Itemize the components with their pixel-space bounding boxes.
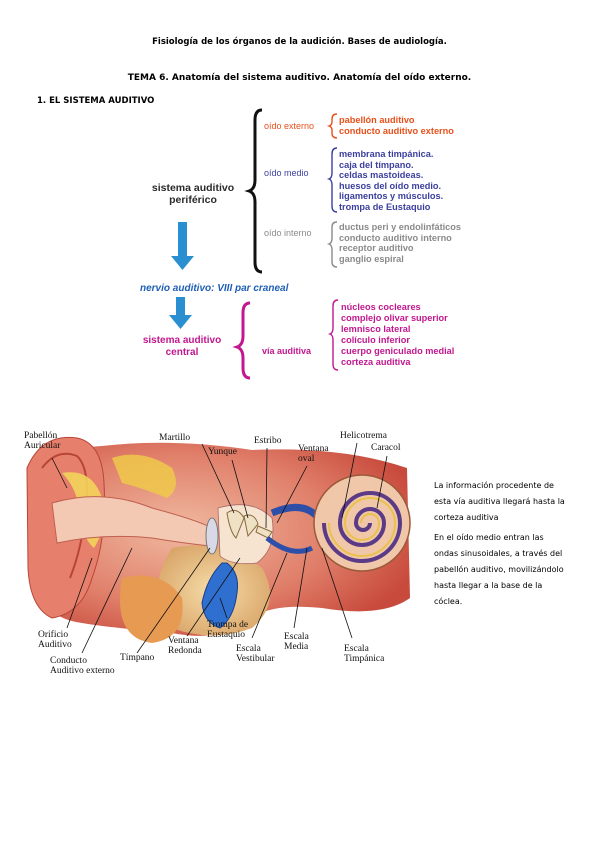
pathway-item: núcleos cocleares [341,302,421,312]
label-helicotrema: Helicotrema [340,431,387,441]
inner-ear-item: ganglio espiral [339,253,404,264]
pathway-item: colículo inferior [341,335,410,345]
main-brace [244,108,263,274]
down-arrow-2 [169,297,192,329]
pathway-brace [232,301,251,380]
label-orificio: Orificio Auditivo [38,630,72,650]
label-yunque: Yunque [208,447,238,457]
label-estribo: Estribo [254,436,282,446]
caption-paragraph-2: En el oído medio entran las ondas sinuso… [434,533,564,606]
caption-block: La información procedente de esta vía au… [434,478,566,614]
label-martillo: Martillo [159,433,191,443]
inner-ear-item: ductus peri y endolinfáticos [339,222,462,232]
pathway-item: corteza auditiva [341,357,411,367]
label-trompa: Trompa de Eustaquio [207,620,249,640]
ear-anatomy-figure: Pabellón Auricular Martillo Estribo Yunq… [22,428,414,680]
middle-ear-item: ligamentos y músculos. [339,191,444,202]
inner-ear-item: receptor auditivo [339,243,414,254]
pathway-bracket [327,299,339,371]
central-label-line2: central [165,347,199,358]
topic-title: TEMA 6. Anatomía del sistema auditivo. A… [127,73,472,83]
outer-ear-item: pabellón auditivo [339,115,415,125]
label-escala-media: Escala Media [284,632,309,652]
label-conducto: Conducto Auditivo externo [50,656,115,676]
pathway-item: complejo olivar superior [341,313,448,323]
peripheral-label-line1: sistema auditivo [151,182,235,194]
peripheral-system-label: sistema auditivo periférico [146,182,240,206]
label-ventana-oval: Ventana oval [298,444,329,464]
diagram-graphics [169,108,339,380]
middle-ear-label: oído medio [264,168,309,178]
nerve-label: nervio auditivo: VIII par craneal [140,283,289,294]
label-caracol: Caracol [371,443,401,453]
label-escala-vestibular: Escala Vestibular [236,644,275,664]
middle-ear-list: membrana timpánica. caja del tímpano. ce… [339,149,443,213]
course-title: Fisiología de los órganos de la audición… [152,37,447,47]
inner-bracket [326,221,338,268]
pathway-item: cuerpo geniculado medial [341,346,455,356]
middle-ear-item: membrana timpánica. [339,149,434,159]
outer-ear-label: oído externo [264,121,315,131]
label-escala-timpanica: Escala Timpánica [344,644,385,664]
label-pabellon: Pabellón Auricular [24,431,61,451]
pointer-lines [51,442,388,654]
central-system-label: sistema auditivo central [130,335,234,359]
middle-ear-item: huesos del oído medio. [339,180,442,191]
outer-ear-list: pabellón auditivo conducto auditivo exte… [339,115,454,136]
central-label-line1: sistema auditivo [142,335,222,346]
down-arrow-1 [171,222,194,270]
label-ventana-redonda: Ventana Redonda [168,636,202,656]
ear-anatomy-illustration [26,436,411,654]
middle-ear-item: caja del tímpano. [339,159,414,170]
pathway-list: núcleos cocleares complejo olivar superi… [341,302,454,368]
pathway-label: vía auditiva [262,346,312,356]
section-title: 1. EL SISTEMA AUDITIVO [37,96,155,106]
label-timpano: Tímpano [120,653,155,663]
outer-ear-item: conducto auditivo externo [339,125,454,136]
middle-ear-item: celdas mastoideas. [339,170,424,181]
cochlea-shape [313,474,411,572]
inner-ear-label: oído interno [264,228,312,238]
inner-ear-item: conducto auditivo interno [339,232,452,243]
middle-ear-item: trompa de Eustaquio [339,201,431,212]
middle-bracket [326,147,338,213]
pathway-item: lemnisco lateral [341,324,411,334]
peripheral-label-line2: periférico [169,194,217,206]
outer-bracket [326,113,338,139]
inner-ear-list: ductus peri y endolinfáticos conducto au… [339,222,461,264]
caption-paragraph-1: La información procedente de esta vía au… [434,481,565,522]
